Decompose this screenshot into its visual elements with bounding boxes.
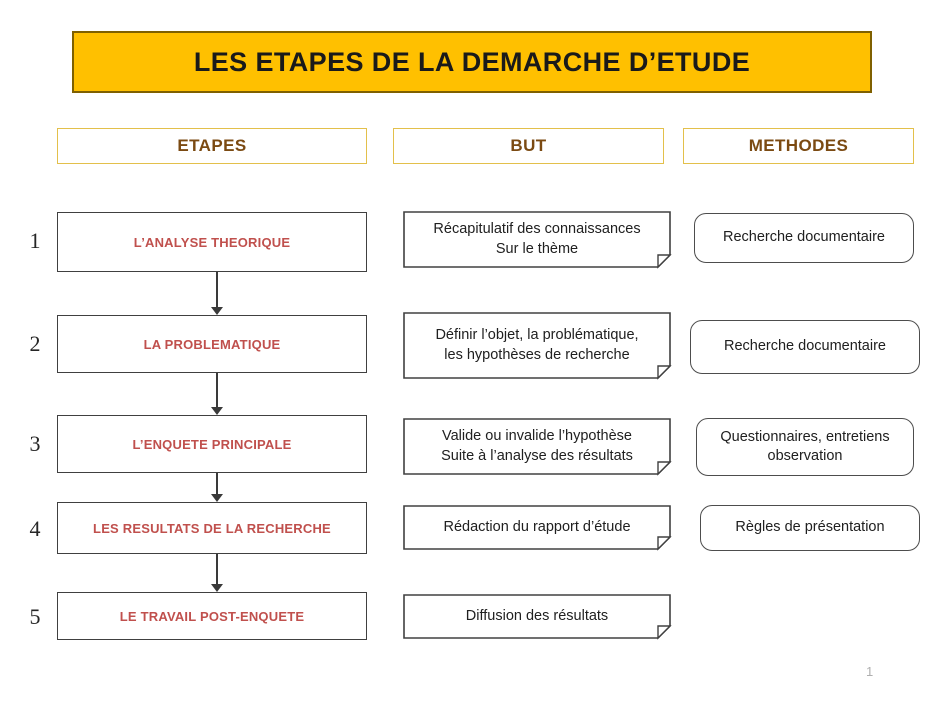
arrow-head <box>211 584 223 592</box>
etape-box-2[interactable]: LA PROBLEMATIQUE <box>57 315 367 373</box>
but-label: Définir l’objet, la problématique,les hy… <box>435 327 639 363</box>
column-header-methodes-label: METHODES <box>748 136 849 155</box>
arrow-head <box>211 307 223 315</box>
arrow-head <box>211 407 223 415</box>
step-number-3: 3 <box>29 431 41 456</box>
flow-arrow-icon <box>210 473 224 502</box>
flow-arrow-icon <box>210 554 224 592</box>
page-title: LES ETAPES DE LA DEMARCHE D’ETUDE <box>193 46 751 77</box>
arrow-shaft <box>216 554 218 584</box>
arrow-shaft <box>216 473 218 494</box>
folded-corner-icon <box>403 312 672 380</box>
arrow-shaft <box>216 373 218 407</box>
etape-label: LE TRAVAIL POST-ENQUETE <box>119 608 305 624</box>
folded-corner-icon <box>403 211 672 269</box>
folded-corner-icon <box>403 594 672 640</box>
but-label: Rédaction du rapport d’étude <box>443 518 631 535</box>
etape-label: L’ENQUETE PRINCIPALE <box>132 436 292 452</box>
methode-box-1[interactable]: Recherche documentaire <box>694 213 914 263</box>
step-number-4: 4 <box>29 516 41 541</box>
etape-box-4[interactable]: LES RESULTATS DE LA RECHERCHE <box>57 502 367 554</box>
arrow-head <box>211 494 223 502</box>
methode-label: Recherche documentaire <box>723 338 886 355</box>
column-header-etapes: ETAPES <box>57 128 367 164</box>
methode-label: Recherche documentaire <box>722 229 885 246</box>
methode-label: Règles de présentation <box>735 519 885 536</box>
page-number: 1 <box>866 664 874 679</box>
folded-corner-icon <box>403 418 672 476</box>
folded-corner-icon <box>403 505 672 551</box>
methode-box-4[interactable]: Règles de présentation <box>700 505 920 551</box>
column-header-but-label: BUT <box>510 136 547 155</box>
column-header-but: BUT <box>393 128 664 164</box>
etape-label: L’ANALYSE THEORIQUE <box>133 234 291 250</box>
etape-label: LES RESULTATS DE LA RECHERCHE <box>93 520 331 536</box>
methode-box-2[interactable]: Recherche documentaire <box>690 320 920 374</box>
but-label: Diffusion des résultats <box>465 607 609 624</box>
column-header-etapes-label: ETAPES <box>177 136 247 155</box>
step-number-1: 1 <box>29 228 41 253</box>
flow-arrow-icon <box>210 373 224 415</box>
etape-box-5[interactable]: LE TRAVAIL POST-ENQUETE <box>57 592 367 640</box>
etape-box-1[interactable]: L’ANALYSE THEORIQUE <box>57 212 367 272</box>
but-box-5[interactable]: Diffusion des résultats <box>403 594 672 640</box>
column-header-methodes: METHODES <box>683 128 914 164</box>
step-number-5: 5 <box>29 604 41 629</box>
but-box-2[interactable]: Définir l’objet, la problématique,les hy… <box>403 312 672 380</box>
etape-label: LA PROBLEMATIQUE <box>143 336 281 352</box>
flow-arrow-icon <box>210 272 224 315</box>
slide-title-banner: LES ETAPES DE LA DEMARCHE D’ETUDE <box>72 31 872 93</box>
but-box-4[interactable]: Rédaction du rapport d’étude <box>403 505 672 551</box>
etape-box-3[interactable]: L’ENQUETE PRINCIPALE <box>57 415 367 473</box>
arrow-shaft <box>216 272 218 307</box>
step-number-2: 2 <box>29 331 41 356</box>
